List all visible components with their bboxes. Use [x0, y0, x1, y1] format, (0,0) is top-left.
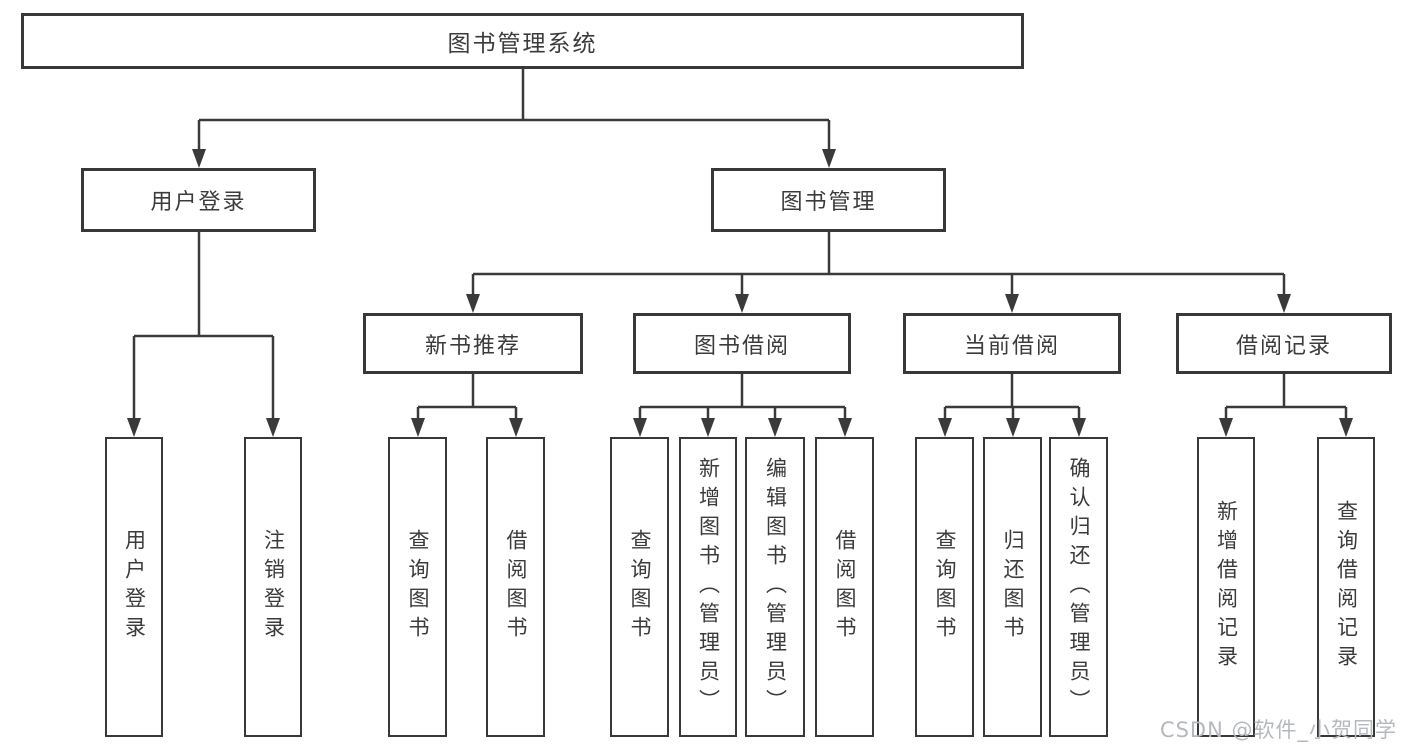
group-label: 图书借阅 [693, 333, 790, 359]
csdn-watermark: CSDN @软件_小贺同学 [1159, 718, 1397, 742]
node-book-management-branch: 图书管理 [711, 168, 946, 232]
leaf-label: 新增借阅记录 [1214, 500, 1239, 674]
leaf-label: 借阅图书 [833, 529, 857, 645]
arrowheads [127, 149, 1353, 437]
root-label: 图书管理系统 [447, 31, 598, 57]
node-library-management-system: 图书管理系统 [21, 13, 1024, 69]
node-user-login-branch: 用户登录 [81, 168, 316, 232]
leaf-label: 查询借阅记录 [1334, 500, 1359, 674]
leaf-confirm-return-admin: 确认归还（管理员） [1049, 437, 1108, 737]
leaf-add-borrow-record: 新增借阅记录 [1197, 437, 1255, 737]
leaf-query-borrow-record: 查询借阅记录 [1317, 437, 1375, 737]
leaf-borrow-books-recommend: 借阅图书 [486, 437, 545, 737]
node-current-borrow: 当前借阅 [903, 313, 1121, 374]
leaf-logout: 注销登录 [244, 437, 302, 737]
leaf-label: 注销登录 [261, 529, 286, 645]
node-new-book-recommend: 新书推荐 [363, 313, 583, 374]
leaf-label: 确认归还（管理员） [1067, 456, 1091, 718]
leaf-label: 查询图书 [628, 529, 652, 645]
leaf-query-books-borrow: 查询图书 [610, 437, 669, 737]
leaf-label: 查询图书 [406, 529, 430, 645]
branch-label: 图书管理 [780, 190, 877, 215]
leaf-label: 用户登录 [122, 529, 147, 645]
leaf-label: 借阅图书 [504, 529, 528, 645]
node-book-borrow: 图书借阅 [633, 313, 851, 374]
leaf-add-books-admin: 新增图书（管理员） [679, 437, 737, 737]
branch-label: 用户登录 [150, 190, 247, 215]
leaf-label: 新增图书（管理员） [696, 456, 721, 718]
leaf-label: 归还图书 [1001, 529, 1025, 645]
group-label: 借阅记录 [1235, 333, 1332, 359]
group-label: 当前借阅 [963, 333, 1060, 359]
node-borrow-records: 借阅记录 [1176, 313, 1392, 374]
leaf-label: 查询图书 [933, 529, 957, 645]
leaf-edit-books-admin: 编辑图书（管理员） [745, 437, 805, 737]
leaf-query-books-recommend: 查询图书 [388, 437, 447, 737]
leaf-borrow-books: 借阅图书 [815, 437, 874, 737]
leaf-user-login: 用户登录 [105, 437, 163, 737]
group-label: 新书推荐 [424, 333, 521, 359]
leaf-label: 编辑图书（管理员） [763, 456, 788, 718]
leaf-query-books-current: 查询图书 [915, 437, 974, 737]
leaf-return-books: 归还图书 [983, 437, 1042, 737]
